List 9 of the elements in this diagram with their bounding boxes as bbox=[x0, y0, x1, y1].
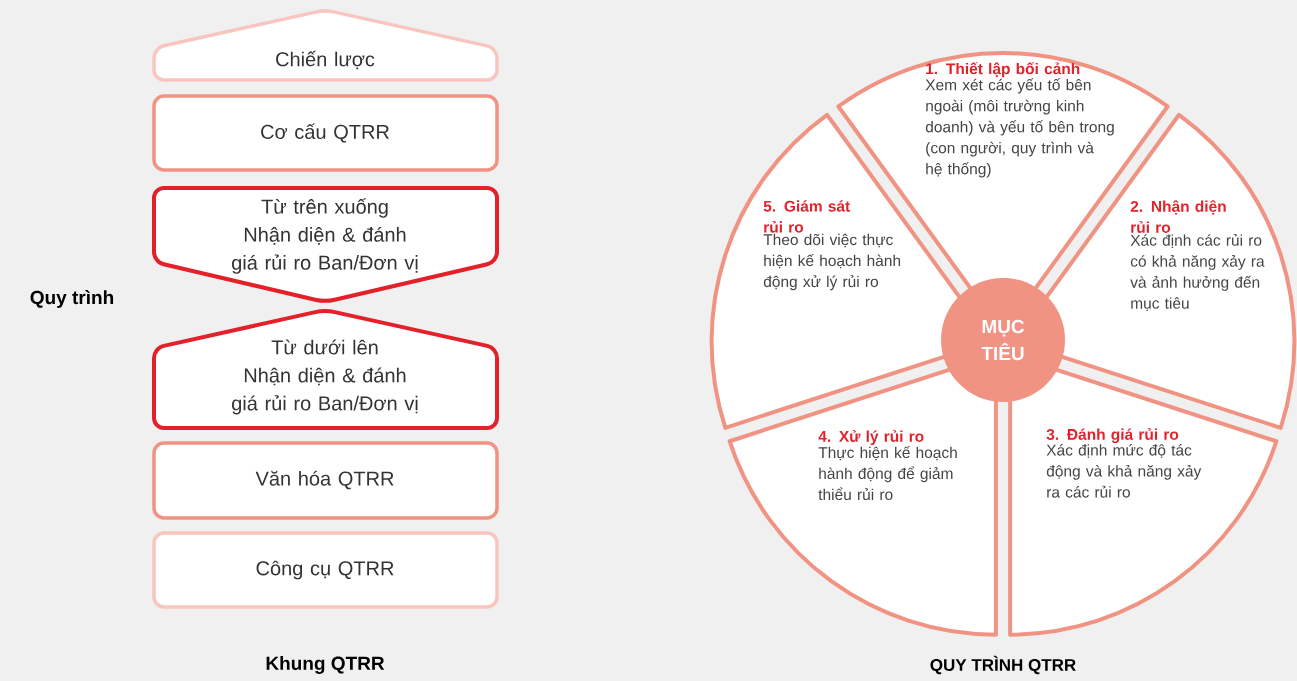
process-box: Văn hóa QTRR bbox=[152, 441, 499, 520]
pentagon-box: Chiến lược bbox=[152, 9, 499, 82]
caption: QUY TRÌNH QTRR bbox=[930, 655, 1076, 675]
chevron-box: Từ trên xuống Nhận diện & đánh giá rủi ro Ban/Đơn vị bbox=[152, 186, 499, 303]
chevron-box: Từ dưới lên Nhận diện & đánh giá rủi ro Ban/Đơn vị bbox=[152, 309, 499, 430]
process-box: Công cụ QTRR bbox=[152, 531, 499, 609]
side-label: Quy trình bbox=[30, 290, 114, 308]
caption: Khung QTRR bbox=[266, 656, 385, 674]
process-box: Cơ cấu QTRR bbox=[152, 94, 499, 172]
